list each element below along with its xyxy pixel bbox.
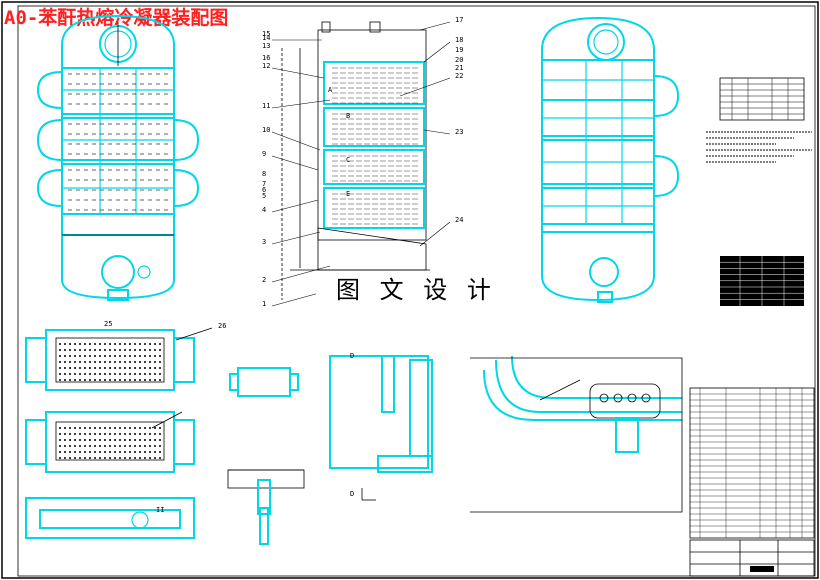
title-block — [689, 539, 815, 577]
callout-15: 15 — [262, 30, 270, 38]
callout-21: 21 — [455, 64, 463, 72]
callout-17: 17 — [455, 16, 463, 24]
nozzle-table — [719, 77, 805, 121]
drawing-title: A0-苯酐热熔冷凝器装配图 — [4, 6, 228, 29]
section-mark-a: A — [328, 86, 333, 94]
parts-list — [689, 387, 815, 539]
callout-22: 22 — [455, 72, 463, 80]
callout-3: 3 — [262, 238, 266, 246]
section-mark-d-bottom: D — [350, 490, 354, 498]
callout-13: 13 — [262, 42, 270, 50]
callout-2: 2 — [262, 276, 266, 284]
design-data-table — [720, 256, 804, 306]
callout-6: 6 — [262, 186, 266, 194]
center-section-view: A B C E — [271, 21, 451, 307]
callout-8: 8 — [262, 170, 266, 178]
section-mark-e: E — [346, 190, 350, 198]
tube-bundle-views: II — [25, 327, 213, 539]
callout-11: 11 — [262, 102, 270, 110]
watermark: 图 文 设 计 — [336, 276, 497, 304]
callout-24: 24 — [455, 216, 463, 224]
watermark-box — [316, 272, 486, 304]
detail-views: D D — [227, 352, 683, 545]
callout-numbers: 14 13 12 11 10 9 8 7 5 4 3 2 1 17 18 19 … — [104, 16, 463, 330]
callout-10: 10 — [262, 126, 270, 134]
right-vessel-view — [541, 16, 680, 303]
callout-23: 23 — [455, 128, 463, 136]
technical-notes — [706, 131, 812, 163]
section-mark-c: C — [346, 156, 350, 164]
callout-9: 9 — [262, 150, 266, 158]
callout-16: 16 — [262, 54, 270, 62]
left-vessel-view — [36, 14, 200, 301]
callout-18: 18 — [455, 36, 463, 44]
callout-19: 19 — [455, 46, 463, 54]
section-mark-b: B — [346, 112, 350, 120]
section-mark-roman2: II — [156, 506, 164, 514]
callout-5: 5 — [262, 192, 266, 200]
callout-20: 20 — [455, 56, 463, 64]
callout-4: 4 — [262, 206, 266, 214]
callout-25: 25 — [104, 320, 112, 328]
inner-frame — [17, 5, 816, 577]
section-mark-d-top: D — [350, 352, 354, 360]
callout-12: 12 — [262, 62, 270, 70]
callout-7: 7 — [262, 180, 266, 188]
callout-14: 14 — [262, 34, 270, 42]
callout-26: 26 — [218, 322, 226, 330]
callout-1: 1 — [262, 300, 266, 308]
